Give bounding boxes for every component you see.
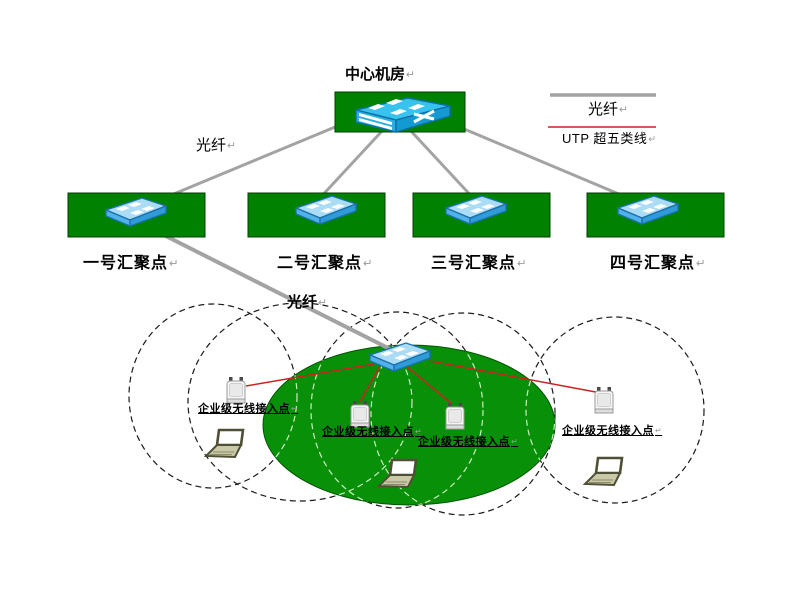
fiber-lower-text: 光纤 [287,294,318,311]
agg3-label-text: 三号汇聚点 [431,255,517,272]
ap2-icon [350,400,370,428]
fiber-link-core-to-agg4 [437,116,646,207]
ap4-label: 企业级无线接入点↵ [562,425,662,438]
return-mark: ↵ [406,69,416,81]
ap1-label-text: 企业级无线接入点 [198,403,290,415]
fiber-link-core-to-agg2 [316,128,385,202]
return-mark: ↵ [291,404,299,413]
coverage-circle-5-overlay [525,345,555,504]
utp-link-to-ap1 [245,363,375,387]
coverage-circle-4-overlay [370,345,555,505]
return-mark: ↵ [318,297,328,309]
legend-utp-text: UTP 超五类线 [562,131,648,146]
central-room-label-text: 中心机房 [345,66,406,83]
ap2-label-text: 企业级无线接入点 [322,426,414,438]
utp-link-to-ap4 [429,360,602,394]
legend-fiber-label: 光纤↵ [588,101,628,118]
fiber-link-agg1-to-wireless-switch [137,220,391,351]
legend-utp-label: UTP 超五类线↵ [562,131,657,147]
return-mark: ↵ [517,258,528,270]
agg4-label-text: 四号汇聚点 [610,255,696,272]
agg1-label-text: 一号汇聚点 [83,255,169,272]
return-mark: ↵ [363,258,374,270]
return-mark: ↵ [511,437,519,446]
return-mark: ↵ [696,258,707,270]
agg2-label-text: 二号汇聚点 [277,255,363,272]
return-mark: ↵ [415,427,423,436]
ap3-icon [445,402,465,430]
fiber-link-core-to-agg3 [408,128,477,202]
fiber-upper-text: 光纤 [196,137,227,154]
ap4-icon [594,386,614,414]
utp-link-to-ap3 [405,365,453,405]
ap2-label: 企业级无线接入点↵ [322,426,422,439]
agg4-label: 四号汇聚点↵ [610,255,707,273]
agg1-label: 一号汇聚点↵ [83,255,180,273]
legend-fiber-text: 光纤 [588,101,619,118]
return-mark: ↵ [655,426,663,435]
central-room-label: 中心机房↵ [345,66,415,83]
coverage-circle-3-overlay [310,345,484,505]
ap1-label: 企业级无线接入点↵ [198,403,298,416]
return-mark: ↵ [169,258,180,270]
agg3-label: 三号汇聚点↵ [431,255,528,273]
coverage-circle-1-overlay [263,345,298,489]
utp-link-to-ap2 [359,365,381,403]
ap3-label: 企业级无线接入点↵ [418,436,518,449]
ap3-label-text: 企业级无线接入点 [418,436,510,448]
laptop1-icon [204,428,245,459]
fiber-upper-label: 光纤↵ [196,137,236,154]
coverage-circle-1 [128,303,298,489]
return-mark: ↵ [619,104,629,116]
return-mark: ↵ [648,134,657,144]
ap1-icon [226,376,246,404]
agg2-label: 二号汇聚点↵ [277,255,374,273]
fiber-lower-label: 光纤↵ [287,294,327,311]
laptop3-icon [583,456,624,487]
return-mark: ↵ [227,140,237,152]
ap4-label-text: 企业级无线接入点 [562,425,654,437]
